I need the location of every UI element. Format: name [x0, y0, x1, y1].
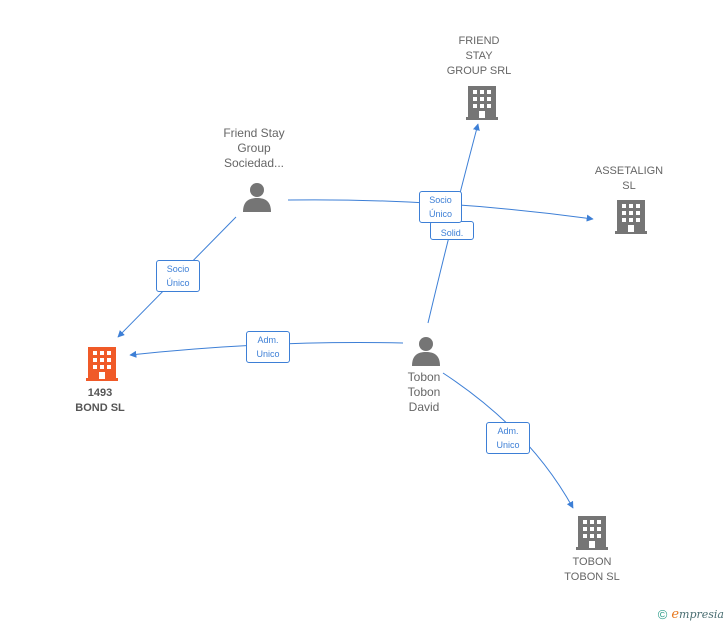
- edge-label-line: Solid.: [440, 228, 464, 238]
- edge-label-line: Socio: [429, 195, 452, 205]
- label-line: TOBON: [572, 556, 612, 568]
- tobon-david-person-icon[interactable]: [412, 337, 440, 366]
- assetalign-building-icon[interactable]: [615, 200, 647, 234]
- bond-1493-building-icon[interactable]: [86, 347, 118, 381]
- edge-label-adm-unico-tobon: Adm. Unico: [486, 422, 530, 454]
- label-line: STAY: [465, 50, 493, 62]
- label-line: David: [408, 400, 440, 414]
- label-line: Friend Stay: [223, 126, 285, 140]
- edge-label-line: Unico: [496, 440, 520, 450]
- assetalign-label[interactable]: ASSETALIGN SL: [584, 164, 674, 194]
- edge-label-line: Único: [428, 209, 452, 219]
- label-line: SL: [622, 180, 636, 192]
- bond-1493-label[interactable]: 1493 BOND SL: [56, 386, 144, 416]
- edge-label-adm-unico-bond: Adm. Unico: [246, 331, 290, 363]
- edge-label-line: Adm.: [257, 335, 279, 345]
- label-line: FRIEND: [458, 35, 500, 47]
- edge-label-line: Único: [166, 278, 190, 288]
- brand-logo[interactable]: empresia: [671, 607, 724, 622]
- label-line: ASSETALIGN: [594, 165, 664, 177]
- friend-stay-sociedad-label[interactable]: Friend Stay Group Sociedad...: [206, 126, 302, 171]
- label-line: BOND SL: [75, 402, 125, 414]
- friend-stay-group-srl-label[interactable]: FRIEND STAY GROUP SRL: [432, 34, 526, 79]
- label-line: TOBON SL: [564, 571, 620, 583]
- edge-label-socio-unico-friend: Socio Único: [156, 260, 200, 292]
- friend-stay-group-srl-building-icon[interactable]: [466, 86, 498, 120]
- label-line: Tobon: [407, 385, 441, 399]
- label-line: 1493: [87, 387, 113, 399]
- label-line: Tobon: [407, 370, 441, 384]
- edge-label-socio-unico-top: Socio Único: [419, 191, 462, 223]
- friend-stay-sociedad-person-icon[interactable]: [243, 183, 271, 212]
- tobon-david-label[interactable]: Tobon Tobon David: [384, 370, 464, 415]
- footer-brand: © empresia: [658, 607, 724, 622]
- label-line: Sociedad...: [223, 156, 285, 170]
- brand-initial: e: [671, 607, 680, 622]
- tobon-tobon-sl-building-icon[interactable]: [576, 516, 608, 550]
- edge-label-solid: Solid.: [430, 221, 474, 240]
- edge-label-line: Adm.: [497, 426, 519, 436]
- edge-label-line: Unico: [256, 349, 280, 359]
- brand-rest: mpresia: [679, 608, 724, 621]
- edge-label-line: Socio: [166, 264, 190, 274]
- label-line: GROUP SRL: [446, 65, 512, 77]
- label-line: Group: [237, 141, 271, 155]
- copyright-icon: ©: [657, 607, 668, 622]
- tobon-tobon-sl-label[interactable]: TOBON TOBON SL: [548, 555, 636, 585]
